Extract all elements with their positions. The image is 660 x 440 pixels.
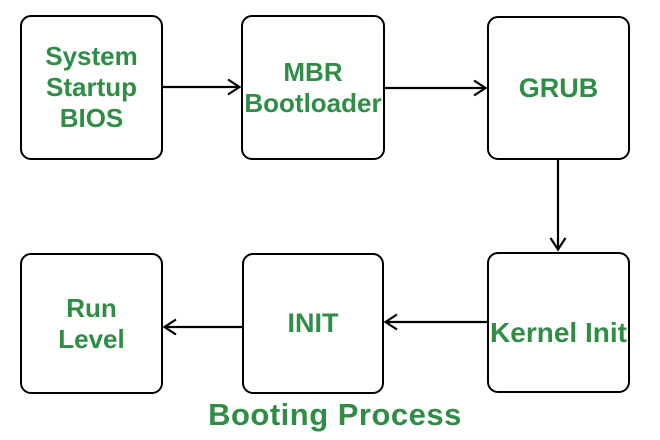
diagram-title: Booting Process — [208, 397, 462, 432]
arrow-kernel-to-init — [383, 313, 487, 331]
node-label-line: Startup — [46, 72, 137, 102]
node-grub: GRUB — [487, 16, 630, 160]
node-kernel-init: Kernel Init — [487, 252, 630, 393]
arrow-init-to-runlevel — [162, 318, 242, 336]
arrow-mbr-to-grub — [385, 79, 488, 97]
node-run-level: Run Level — [20, 253, 163, 394]
node-init: INIT — [242, 253, 384, 394]
node-label-line: Kernel Init — [490, 317, 627, 348]
node-label-line: Level — [58, 323, 125, 354]
node-label-line: INIT — [287, 308, 339, 338]
node-label-line: System — [45, 41, 138, 71]
node-label-line: Bootloader — [244, 87, 382, 118]
arrow-bios-to-mbr — [163, 78, 242, 96]
node-label-line: BIOS — [59, 103, 124, 133]
node-label-line: Run — [66, 292, 117, 323]
node-system-startup-bios: System Startup BIOS — [20, 15, 163, 160]
node-label-line: MBR — [283, 56, 343, 87]
node-mbr-bootloader: MBR Bootloader — [241, 15, 385, 160]
arrow-grub-to-kernel — [549, 160, 567, 252]
node-label-line: GRUB — [518, 72, 599, 103]
